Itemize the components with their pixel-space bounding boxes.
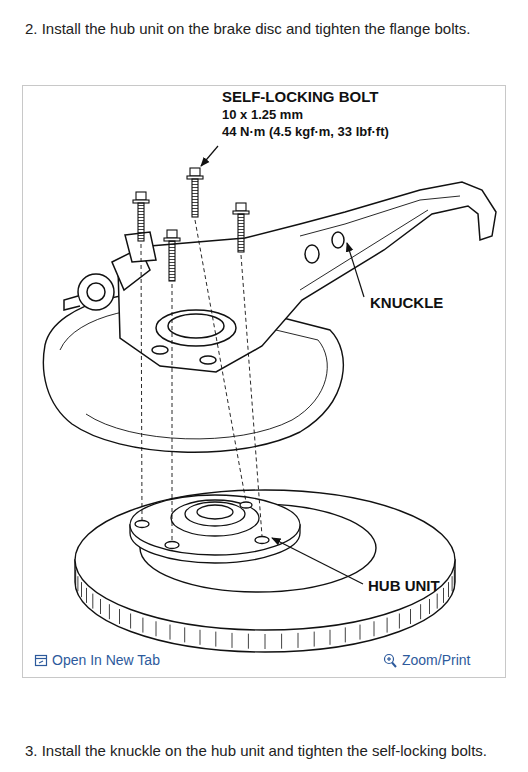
vent-stroke — [265, 634, 266, 649]
vent-stroke — [215, 632, 216, 647]
vent-stroke — [232, 633, 233, 648]
vent-stroke — [156, 621, 157, 636]
vent-stroke — [448, 582, 449, 597]
link-text: Zoom/Print — [402, 652, 470, 669]
vent-stroke — [454, 570, 455, 585]
vent-stroke — [92, 594, 93, 609]
vent-stroke — [170, 625, 171, 640]
vent-stroke — [142, 618, 143, 633]
vent-stroke — [410, 609, 411, 624]
image-frame — [23, 86, 506, 678]
vent-stroke — [184, 627, 185, 642]
step-text: 3. Install the knuckle on the hub unit a… — [25, 742, 487, 760]
leader-lines — [201, 146, 364, 584]
vent-stroke — [119, 609, 120, 624]
part-name: SELF-LOCKING BOLT — [222, 88, 378, 106]
vent-stroke — [374, 621, 375, 636]
vent-stroke — [360, 625, 361, 640]
vent-stroke — [452, 576, 453, 591]
vent-stroke — [429, 599, 430, 614]
vent-stroke — [75, 570, 76, 585]
dimension: 10 x 1.25 mm — [222, 107, 303, 123]
link-text: Open In New Tab — [52, 652, 160, 669]
part-name: KNUCKLE — [370, 294, 443, 312]
vent-stroke — [77, 576, 78, 591]
vent-stroke — [314, 632, 315, 647]
vent-stroke — [109, 604, 110, 619]
part-name: HUB UNIT — [368, 577, 440, 595]
brake-disc — [75, 490, 455, 652]
vent-stroke — [200, 630, 201, 645]
vent-stroke — [345, 627, 346, 642]
vent-stroke — [298, 633, 299, 648]
splash-shield — [43, 292, 343, 452]
vent-stroke — [86, 588, 87, 603]
torque-spec: 44 N·m (4.5 kgf·m, 33 lbf·ft) — [222, 124, 389, 140]
vent-stroke — [81, 582, 82, 597]
vent-stroke — [130, 614, 131, 629]
vent-stroke — [420, 604, 421, 619]
alignment-lines — [141, 220, 262, 541]
vent-stroke — [443, 588, 444, 603]
vent-stroke — [437, 594, 438, 609]
hub-unit — [130, 495, 300, 563]
vent-stroke — [100, 599, 101, 614]
self-locking-bolts — [133, 168, 249, 281]
vent-stroke — [387, 618, 388, 633]
vent-stroke — [330, 630, 331, 645]
vent-stroke — [248, 634, 249, 649]
vent-stroke — [399, 614, 400, 629]
disc-vents — [76, 570, 455, 649]
step-text: 2. Install the hub unit on the brake dis… — [25, 20, 470, 38]
vent-stroke — [281, 634, 282, 649]
knuckle — [64, 182, 496, 372]
